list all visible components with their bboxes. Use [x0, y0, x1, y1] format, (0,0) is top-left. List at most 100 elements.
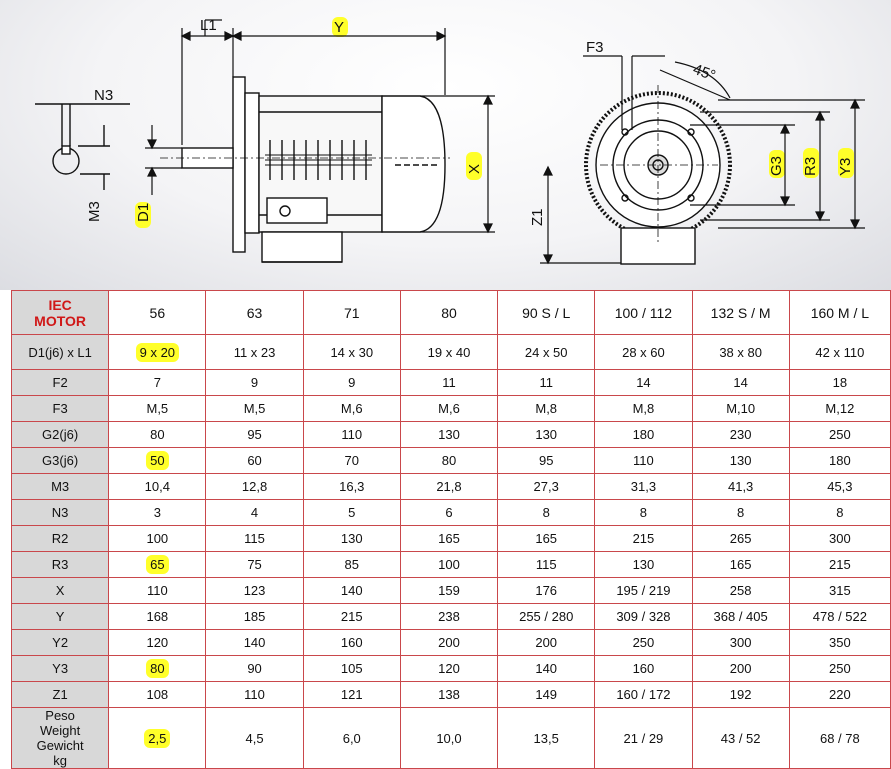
- weight-cell: 43 / 52: [691, 707, 790, 769]
- label-m3: M3: [86, 201, 103, 222]
- table-cell: M,6: [399, 395, 499, 422]
- weight-cell: 6,0: [302, 707, 401, 769]
- table-cell: 255 / 280: [497, 603, 596, 630]
- table-cell: 7: [108, 369, 207, 396]
- table-cell: 176: [497, 577, 596, 604]
- weight-cell: 4,5: [205, 707, 304, 769]
- weight-row-label: Peso Weight Gewicht kg: [10, 707, 110, 769]
- label-n3: N3: [94, 87, 113, 104]
- table-cell: 180: [788, 447, 891, 474]
- column-header: 160 M / L: [788, 290, 891, 335]
- row-label: R2: [10, 525, 110, 552]
- weight-label-line: kg: [53, 753, 67, 768]
- highlighted-value: 50: [146, 451, 169, 470]
- weight-cell: 2,5: [108, 707, 207, 769]
- table-cell: 21,8: [399, 473, 499, 500]
- label-y: Y: [334, 19, 344, 36]
- table-cell: 3: [108, 499, 207, 526]
- table-cell: 100: [399, 551, 499, 578]
- table-cell: 130: [594, 551, 693, 578]
- table-cell: 110: [205, 681, 304, 708]
- table-cell: 238: [399, 603, 499, 630]
- table-cell: 110: [302, 421, 401, 448]
- table-cell: 80: [108, 421, 207, 448]
- label-angle: 45°: [691, 61, 718, 85]
- table-cell: 200: [399, 629, 499, 656]
- highlighted-value: 80: [146, 659, 169, 678]
- table-cell: 121: [302, 681, 401, 708]
- weight-value: 2,5: [144, 728, 171, 748]
- table-cell: 9: [205, 369, 304, 396]
- table-cell: 108: [108, 681, 207, 708]
- table-cell: 14 x 30: [302, 334, 401, 370]
- row-label: Y2: [10, 629, 110, 656]
- table-cell: 9: [302, 369, 401, 396]
- table-cell: 24 x 50: [497, 334, 596, 370]
- table-cell: M,5: [205, 395, 304, 422]
- table-cell: M,8: [497, 395, 596, 422]
- table-cell: 368 / 405: [691, 603, 790, 630]
- row-label: Y3: [10, 655, 110, 682]
- table-cell: 41,3: [691, 473, 790, 500]
- highlight-d1: [135, 202, 151, 228]
- table-cell: 120: [108, 629, 207, 656]
- table-cell: 9 x 20: [108, 334, 207, 370]
- table-cell: 138: [399, 681, 499, 708]
- table-cell: 75: [205, 551, 304, 578]
- row-label: G2(j6): [10, 421, 110, 448]
- row-label: M3: [10, 473, 110, 500]
- row-label: Z1: [10, 681, 110, 708]
- table-cell: 50: [108, 447, 207, 474]
- table-cell: 120: [399, 655, 499, 682]
- motor-side-view: [160, 76, 450, 263]
- table-cell: 6: [399, 499, 499, 526]
- table-cell: M,6: [302, 395, 401, 422]
- table-cell: 11: [497, 369, 596, 396]
- highlight-y: [332, 17, 348, 37]
- table-cell: M,8: [594, 395, 693, 422]
- weight-cell: 68 / 78: [788, 707, 891, 769]
- table-cell: 200: [497, 629, 596, 656]
- table-cell: 309 / 328: [594, 603, 693, 630]
- table-cell: 16,3: [302, 473, 401, 500]
- table-cell: 19 x 40: [399, 334, 499, 370]
- table-cell: M,10: [691, 395, 790, 422]
- row-label: X: [10, 577, 110, 604]
- column-header: 132 S / M: [691, 290, 790, 335]
- weight-label-line: Gewicht: [36, 738, 84, 753]
- table-cell: 115: [497, 551, 596, 578]
- highlighted-value: 9 x 20: [135, 342, 180, 362]
- table-cell: 90: [205, 655, 304, 682]
- table-cell: 215: [302, 603, 401, 630]
- table-cell: 4: [205, 499, 304, 526]
- table-cell: 18: [788, 369, 891, 396]
- table-cell: 165: [497, 525, 596, 552]
- row-label: Y: [10, 603, 110, 630]
- label-d1: D1: [135, 203, 152, 222]
- label-x: X: [466, 164, 483, 174]
- table-cell: 14: [594, 369, 693, 396]
- row-label: N3: [10, 499, 110, 526]
- table-cell: 160: [302, 629, 401, 656]
- motor-diagram: N3 M3: [35, 17, 865, 265]
- table-cell: 315: [788, 577, 891, 604]
- table-cell: 5: [302, 499, 401, 526]
- table-cell: 70: [302, 447, 401, 474]
- column-header: 56: [108, 290, 207, 335]
- table-cell: 95: [497, 447, 596, 474]
- table-cell: 11: [399, 369, 499, 396]
- label-z1: Z1: [529, 208, 546, 226]
- table-cell: 28 x 60: [594, 334, 693, 370]
- table-cell: 130: [497, 421, 596, 448]
- row-label: F3: [10, 395, 110, 422]
- label-l1: L1: [200, 17, 217, 34]
